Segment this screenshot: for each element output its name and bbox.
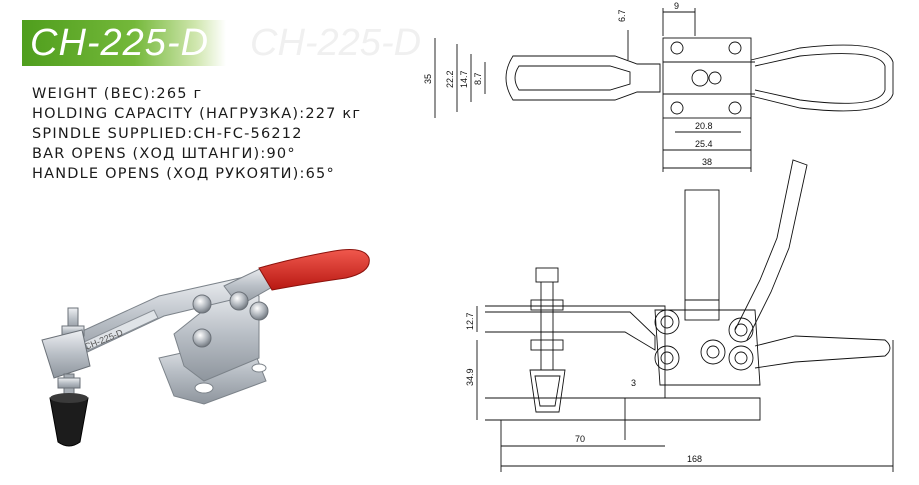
dim-168: 168 bbox=[687, 454, 702, 464]
product-photo: CH-225-D bbox=[41, 249, 370, 447]
technical-drawings: 9 6.7 35 22.2 14.7 8.7 20.8 25.4 38 12.7… bbox=[423, 1, 894, 472]
spec-weight: WEIGHT (ВЕС):265 г bbox=[32, 86, 203, 102]
dim-3: 3 bbox=[631, 378, 636, 388]
spec-holding-capacity: HOLDING CAPACITY (НАГРУЗКА):227 кг bbox=[32, 106, 362, 122]
dim-22-2: 22.2 bbox=[445, 70, 455, 88]
dim-34-9: 34.9 bbox=[465, 368, 475, 386]
dim-38: 38 bbox=[702, 157, 712, 167]
spec-spindle: SPINDLE SUPPLIED:CH-FC-56212 bbox=[32, 126, 303, 142]
dim-9: 9 bbox=[674, 1, 679, 11]
dim-14-7: 14.7 bbox=[459, 70, 469, 88]
spec-list: WEIGHT (ВЕС):265 г HOLDING CAPACITY (НАГ… bbox=[32, 84, 361, 184]
dim-35: 35 bbox=[423, 74, 433, 84]
dim-8-7: 8.7 bbox=[473, 72, 483, 85]
model-title-watermark: CH-225-D bbox=[250, 22, 422, 64]
dim-20-8: 20.8 bbox=[695, 121, 713, 131]
spec-bar-opens: BAR OPENS (ХОД ШТАНГИ):90° bbox=[32, 146, 296, 162]
model-title: CH-225-D bbox=[30, 22, 210, 64]
model-title-banner bbox=[22, 20, 226, 66]
dim-6-7: 6.7 bbox=[617, 9, 627, 22]
dim-70: 70 bbox=[575, 434, 585, 444]
dim-12-7: 12.7 bbox=[465, 312, 475, 330]
dim-25-4: 25.4 bbox=[695, 139, 713, 149]
spec-handle-opens: HANDLE OPENS (ХОД РУКОЯТИ):65° bbox=[32, 166, 335, 182]
